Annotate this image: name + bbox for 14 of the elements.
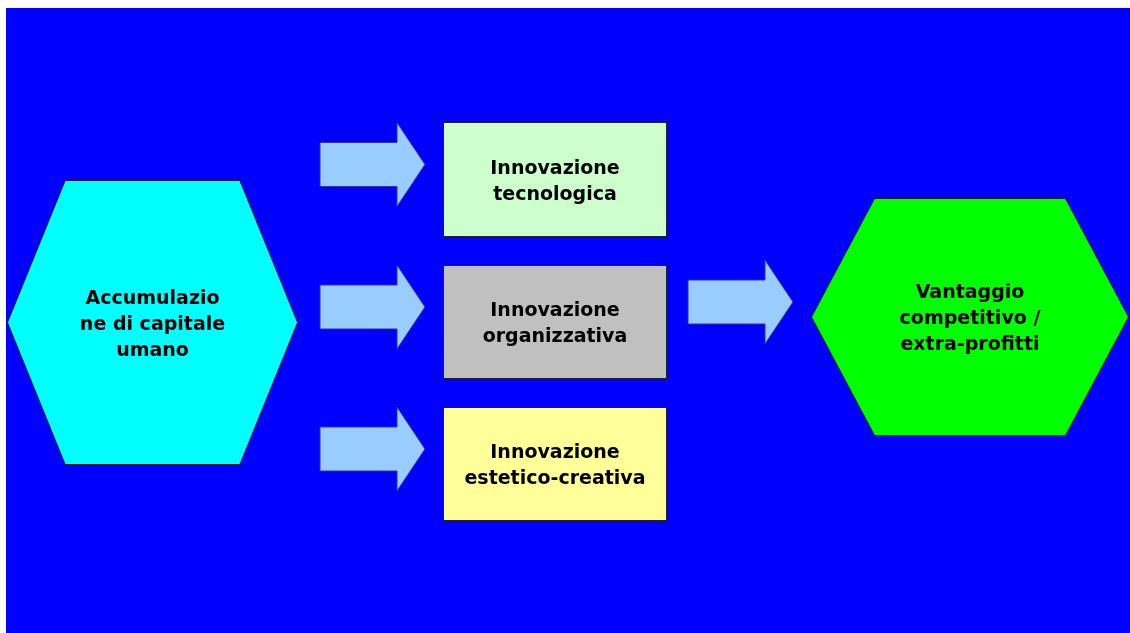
hexagon-node (7, 180, 298, 465)
node-label: Vantaggio competitivo / extra-profitti (898, 279, 1042, 356)
process-box (443, 122, 667, 237)
hexagon-node (811, 198, 1129, 436)
block-arrow (319, 264, 426, 350)
node-label: Accumulazio ne di capitale umano (78, 284, 227, 362)
process-box (443, 265, 667, 379)
block-arrow (687, 259, 794, 345)
process-box (443, 407, 667, 521)
node-label: Innovazione estetico-creativa (463, 439, 647, 490)
block-arrow (319, 122, 426, 207)
node-label: Innovazione organizzativa (481, 297, 629, 348)
node-label: Innovazione tecnologica (489, 154, 621, 206)
block-arrow (319, 406, 426, 492)
